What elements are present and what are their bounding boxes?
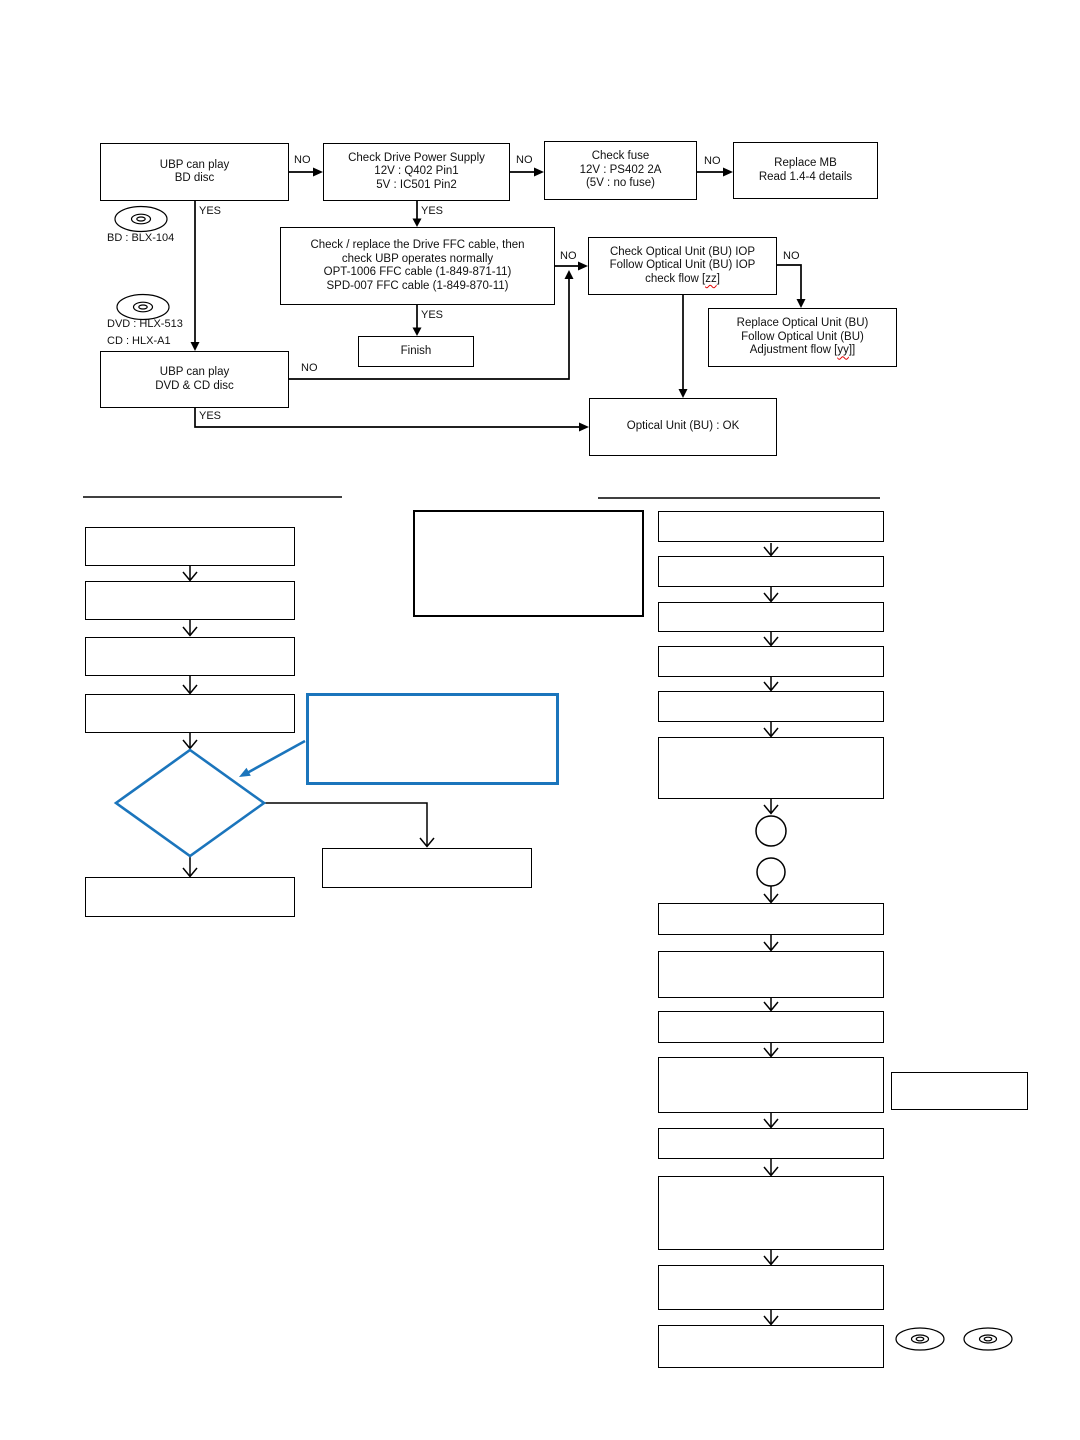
box-text-line: Optical Unit (BU) : OK (626, 420, 740, 433)
box-text-line: 5V : IC501 Pin2 (376, 178, 457, 191)
right-flow-step-1 (658, 511, 884, 542)
disc-label-cd: CD : HLX-A1 (107, 335, 171, 347)
branch-label-no: NO (704, 155, 721, 167)
right-flow-step-14 (658, 1325, 884, 1368)
right-flow-step-4 (658, 646, 884, 677)
bd-disc-icon (114, 205, 168, 233)
box-check-drive-power-supply: Check Drive Power Supply 12V : Q402 Pin1… (323, 143, 510, 201)
left-flow-step-5 (85, 877, 295, 917)
box-text-line: check UBP operates normally (341, 252, 494, 265)
branch-label-no: NO (783, 250, 800, 262)
callout-arrow (239, 739, 306, 777)
box-check-optical-unit-iop: Check Optical Unit (BU) IOP Follow Optic… (588, 237, 777, 295)
disc-icon-bottom-1 (895, 1327, 945, 1351)
right-flow-step-6 (658, 737, 884, 799)
right-flow-step-13 (658, 1265, 884, 1310)
box-text-line: check flow [zz] (645, 272, 720, 285)
left-flow-step-4 (85, 694, 295, 733)
box-text-line: Check Optical Unit (BU) IOP (609, 245, 756, 258)
box-text-line: Adjustment flow [yy]] (749, 344, 856, 357)
branch-label-yes: YES (421, 205, 444, 217)
right-flow-step-12 (658, 1176, 884, 1250)
disc-icon-bottom-2 (963, 1327, 1013, 1351)
right-flow-step-5 (658, 691, 884, 722)
right-column-connectors (763, 543, 779, 1326)
box-text-line: 12V : Q402 Pin1 (374, 165, 459, 178)
box-finish: Finish (358, 336, 474, 367)
right-flow-step-11 (658, 1128, 884, 1159)
box-text-line: Replace MB (774, 157, 837, 169)
box-text-line: Check / replace the Drive FFC cable, the… (310, 239, 525, 251)
branch-label-yes: YES (199, 205, 222, 217)
right-flow-step-9 (658, 1011, 884, 1043)
note-box (413, 510, 644, 617)
box-text-line: OPT-1006 FFC cable (1-849-871-11) (323, 266, 512, 278)
box-text-line: Read 1.4-4 details (758, 170, 853, 183)
box-ubp-can-play-dvd-cd: UBP can play DVD & CD disc (100, 351, 289, 408)
callout-box (306, 693, 559, 785)
box-text-line: UBP can play (159, 158, 230, 171)
branch-label-no: NO (516, 154, 533, 166)
box-replace-optical-unit: Replace Optical Unit (BU) Follow Optical… (708, 308, 897, 367)
right-flow-side-box (891, 1072, 1028, 1110)
box-text-line: Check fuse (591, 150, 650, 163)
box-replace-mb: Replace MB Read 1.4-4 details (733, 142, 878, 199)
branch-label-no: NO (294, 154, 311, 166)
right-flow-step-3 (658, 602, 884, 632)
box-text-line: UBP can play (159, 366, 230, 378)
branch-label-yes: YES (421, 309, 444, 321)
disc-label-bd: BD : BLX-104 (107, 232, 175, 244)
left-flow-step-1 (85, 527, 295, 566)
top-flowchart-arrowheads (190, 167, 806, 432)
box-text-line: SPD-007 FFC cable (1-849-870-11) (326, 279, 509, 292)
disc-label-dvd: DVD : HLX-513 (107, 318, 183, 330)
left-flow-step-3 (85, 637, 295, 676)
box-text-line: Check Drive Power Supply (348, 151, 485, 164)
left-flow-branch-box (322, 848, 532, 888)
box-text-line: BD disc (174, 172, 215, 184)
box-text-line: Replace Optical Unit (BU) (736, 317, 869, 330)
connector-node-circle-1 (755, 815, 787, 847)
left-flow-step-2 (85, 581, 295, 620)
right-flow-step-2 (658, 556, 884, 587)
decision-diamond (113, 748, 267, 858)
box-text-line: (5V : no fuse) (585, 177, 656, 190)
right-flow-step-8 (658, 951, 884, 998)
right-flow-step-7 (658, 903, 884, 935)
branch-label-no: NO (560, 250, 577, 262)
box-text-line: Follow Optical Unit (BU) IOP (609, 259, 756, 272)
right-flow-step-10 (658, 1057, 884, 1113)
box-text-line: Follow Optical Unit (BU) (741, 330, 864, 343)
box-optical-unit-ok: Optical Unit (BU) : OK (589, 398, 777, 456)
box-text-line: 12V : PS402 2A (579, 163, 662, 176)
branch-label-yes: YES (199, 410, 222, 422)
dvd-cd-disc-icon (116, 293, 170, 321)
top-flowchart-connectors (194, 171, 802, 428)
box-text-line: DVD & CD disc (155, 379, 234, 392)
box-ubp-can-play-bd: UBP can play BD disc (100, 143, 289, 201)
box-check-fuse: Check fuse 12V : PS402 2A (5V : no fuse) (544, 141, 697, 200)
branch-label-no: NO (301, 362, 318, 374)
box-text-line: Finish (400, 344, 432, 357)
connector-node-circle-2 (756, 857, 786, 887)
box-check-replace-ffc-cable: Check / replace the Drive FFC cable, the… (280, 227, 555, 305)
